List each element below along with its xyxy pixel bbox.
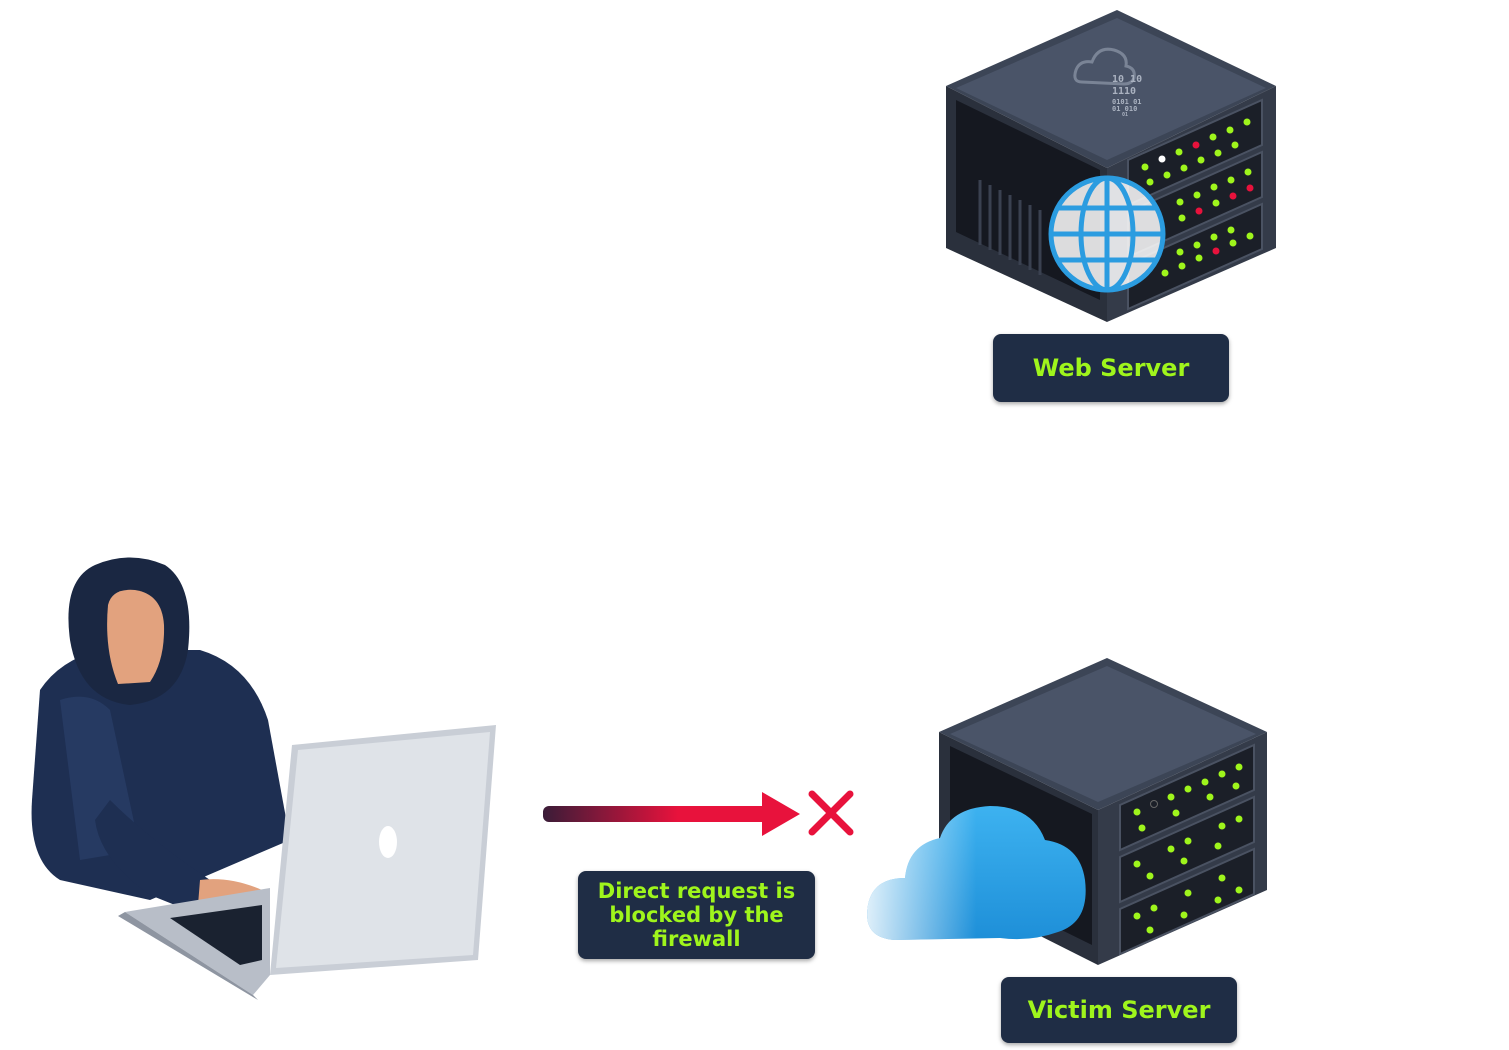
panel-text-4: 01 010 bbox=[1112, 105, 1137, 113]
panel-text-3: 0101 01 bbox=[1112, 98, 1142, 106]
panel-text-2: 1110 bbox=[1112, 86, 1136, 97]
cloud-outline-icon bbox=[1073, 47, 1136, 86]
victim-server-label: Victim Server bbox=[1001, 977, 1237, 1043]
globe-icon bbox=[1048, 175, 1166, 293]
blocked-request-label: Direct request is blocked by the firewal… bbox=[578, 871, 815, 959]
web-server-label: Web Server bbox=[993, 334, 1229, 402]
panel-text-5: 01 bbox=[1122, 112, 1128, 118]
cloud-icon bbox=[867, 806, 1086, 940]
led-indicators bbox=[1141, 118, 1254, 277]
victim-led-indicators bbox=[1133, 763, 1243, 934]
panel-text-1: 10 10 bbox=[1112, 74, 1142, 85]
